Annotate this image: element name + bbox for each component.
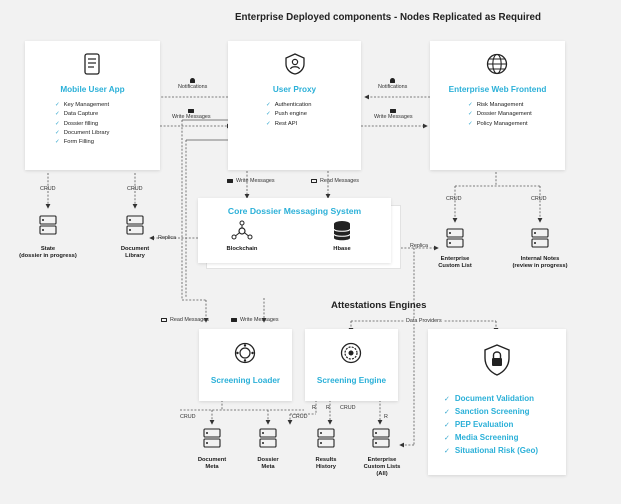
bell-icon (190, 78, 196, 83)
notifications-label-left: Notifications (178, 78, 207, 90)
write-messages-label-right: Write Messages (374, 109, 413, 120)
crud-label: CRUD (127, 186, 143, 192)
web-feature: Dossier Management (468, 110, 532, 119)
user-proxy-card: User Proxy Authentication Push engine Re… (228, 41, 361, 170)
hbase-label: Hbase (333, 246, 351, 252)
envelope-icon (188, 109, 195, 113)
internal-notes-label: Internal Notes (review in progress) (512, 256, 568, 270)
server-icon (317, 428, 335, 448)
engine-gear-icon (340, 342, 362, 364)
attestation-check: Document Validation (444, 393, 538, 406)
core-messaging-card: Core Dossier Messaging System Blockchain… (198, 198, 391, 263)
read-messages-label: Read Messages (161, 317, 209, 323)
attestations-title: Attestations Engines (331, 300, 427, 311)
enterprise-custom-lists-all-label: Enterprise Custom Lists (All) (363, 457, 401, 478)
page-title: Enterprise Deployed components - Nodes R… (235, 12, 541, 23)
web-feature: Policy Management (468, 120, 532, 129)
envelope-open-icon (311, 179, 317, 183)
screening-loader-title: Screening Loader (210, 376, 281, 385)
mobile-form-icon (84, 53, 100, 75)
envelope-icon (227, 179, 233, 183)
mobile-user-app-title: Mobile User App (60, 85, 125, 94)
crud-label: CRUD (531, 196, 547, 202)
server-icon (446, 228, 464, 248)
crud-label: CRUD (340, 405, 356, 411)
proxy-feature: Authentication (266, 101, 312, 110)
write-messages-label: Write Messages (227, 178, 275, 184)
server-icon (372, 428, 390, 448)
database-icon (333, 221, 351, 241)
user-proxy-title: User Proxy (272, 85, 317, 94)
replica-label: Replica (410, 243, 428, 249)
proxy-feature: Push engine (266, 110, 311, 119)
mobile-feature: Form Filling (55, 138, 109, 147)
crud-label: CRUD (292, 414, 308, 420)
state-store-label: State (dossier in progress) (19, 246, 77, 260)
globe-icon (486, 53, 508, 75)
attestation-checks-list: Document Validation Sanction Screening P… (444, 393, 538, 458)
document-meta-label: Document Meta (197, 457, 227, 471)
loader-icon (234, 342, 256, 364)
mobile-feature: Document Library (55, 129, 110, 138)
replica-label: Replica (158, 235, 176, 241)
server-icon (203, 428, 221, 448)
mobile-feature: Data Capture (55, 110, 109, 119)
mobile-feature: Key Management (55, 101, 109, 110)
web-feature: Risk Management (468, 101, 532, 110)
proxy-feature: Rest API (266, 120, 311, 129)
screening-loader-card: Screening Loader (199, 329, 292, 401)
web-feature-list: Risk Management Dossier Management Polic… (468, 101, 532, 129)
read-messages-label: Read Messages (311, 178, 359, 184)
crud-label: CRUD (180, 414, 196, 420)
web-frontend-title: Enterprise Web Frontend (448, 85, 547, 94)
screening-engine-title: Screening Engine (316, 376, 387, 385)
mobile-feature-list: Key Management Data Capture Dossier fill… (55, 101, 110, 147)
shield-lock-icon (484, 344, 510, 376)
write-messages-label-left: Write Messages (172, 109, 211, 120)
results-history-label: Results History (315, 457, 337, 471)
attestation-check: Situational Risk (Geo) (444, 445, 538, 458)
dossier-meta-label: Dossier Meta (257, 457, 279, 471)
enterprise-web-frontend-card: Enterprise Web Frontend Risk Management … (430, 41, 565, 170)
crud-label: CRUD (446, 196, 462, 202)
server-icon (531, 228, 549, 248)
mobile-user-app-card: Mobile User App Key Management Data Capt… (25, 41, 160, 170)
blockchain-icon (231, 220, 253, 240)
screening-engine-card: Screening Engine (305, 329, 398, 401)
core-title: Core Dossier Messaging System (227, 206, 362, 216)
proxy-feature-list: Authentication Push engine Rest API (266, 101, 312, 129)
r-label: R (326, 405, 330, 411)
server-icon (259, 428, 277, 448)
write-messages-label: Write Messages (231, 317, 279, 323)
attestation-check: Sanction Screening (444, 406, 538, 419)
attestation-checks-card: Document Validation Sanction Screening P… (428, 329, 566, 475)
envelope-icon (390, 109, 397, 113)
crud-label: CRUD (40, 186, 56, 192)
server-icon (126, 215, 144, 235)
mobile-feature: Dossier filling (55, 120, 109, 129)
server-icon (39, 215, 57, 235)
notifications-label-right: Notifications (378, 78, 407, 90)
attestation-check: Media Screening (444, 432, 538, 445)
document-library-store-label: Document Library (120, 246, 150, 260)
r-label: R (312, 405, 316, 411)
data-providers-label: Data Providers (404, 318, 444, 324)
envelope-open-icon (161, 318, 167, 322)
enterprise-custom-list-label: Enterprise Custom List (438, 256, 472, 270)
blockchain-label: Blockchain (226, 246, 258, 252)
envelope-icon (231, 318, 237, 322)
user-shield-icon (285, 53, 305, 75)
attestation-check: PEP Evaluation (444, 419, 538, 432)
bell-icon (390, 78, 396, 83)
r-label: R (384, 414, 388, 420)
